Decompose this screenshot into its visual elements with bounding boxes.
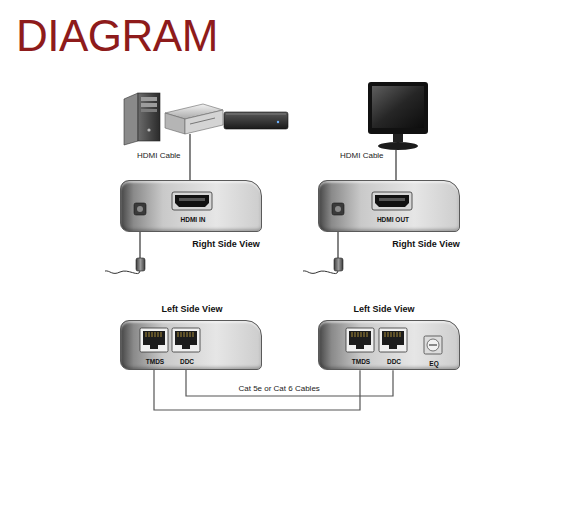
tv-screen xyxy=(372,86,424,128)
power-button xyxy=(332,203,344,215)
port-label: HDMI IN xyxy=(181,216,206,223)
pc-tower xyxy=(124,93,160,145)
eq-knob xyxy=(424,336,442,354)
rj45-port xyxy=(140,328,168,352)
power-wire xyxy=(303,271,338,274)
power-plug xyxy=(136,258,145,271)
port-label: TMDS xyxy=(352,358,370,365)
cable-label: HDMI Cable xyxy=(137,152,181,161)
view-heading: Left Side View xyxy=(354,305,415,315)
set-top-box xyxy=(224,112,288,129)
view-heading: Right Side View xyxy=(392,240,459,250)
power-button xyxy=(134,203,146,215)
cat-cable xyxy=(154,370,360,410)
stb-edge xyxy=(226,114,286,115)
eq-frame xyxy=(424,336,442,354)
rj45-port xyxy=(346,328,374,352)
stb-body xyxy=(224,112,288,129)
power-cord xyxy=(303,232,343,274)
pc-drive-bay xyxy=(141,97,157,101)
rj45-port xyxy=(379,328,407,352)
power-cord xyxy=(105,232,145,274)
dvd-side xyxy=(165,113,185,134)
port-label: DDC xyxy=(180,358,194,365)
dvd-player xyxy=(165,104,223,134)
pc-side xyxy=(124,93,138,145)
pc-power-led xyxy=(147,128,150,131)
view-heading: Right Side View xyxy=(192,240,259,250)
port-label: DDC xyxy=(387,358,401,365)
eq-slot xyxy=(429,344,437,345)
port-label: HDMI OUT xyxy=(377,216,409,223)
rj45-port xyxy=(172,328,200,352)
tv-neck xyxy=(393,134,403,142)
dvd-front xyxy=(185,110,223,134)
pc-front xyxy=(138,93,160,141)
cable-label: HDMI Cable xyxy=(340,152,384,161)
television xyxy=(368,82,428,150)
port-label: TMDS xyxy=(146,358,164,365)
power-wire xyxy=(105,271,140,274)
power-plug xyxy=(334,258,343,271)
knob-label: EQ xyxy=(429,360,438,367)
hdmi-port xyxy=(372,192,412,210)
stb-led xyxy=(277,121,279,123)
power-wire xyxy=(139,232,140,258)
power-wire xyxy=(337,232,338,258)
cable-label: Cat 5e or Cat 6 Cables xyxy=(236,385,321,394)
cat-cable xyxy=(186,370,393,396)
hdmi-port xyxy=(172,192,212,210)
page-title: DIAGRAM xyxy=(16,14,218,58)
view-heading: Left Side View xyxy=(162,305,223,315)
pc-drive-bay xyxy=(141,109,157,112)
eq-dial xyxy=(427,339,439,351)
pc-drive-bay xyxy=(141,103,157,107)
tv-base xyxy=(378,142,418,150)
tv-bezel xyxy=(368,82,428,134)
dvd-tray xyxy=(190,118,215,124)
